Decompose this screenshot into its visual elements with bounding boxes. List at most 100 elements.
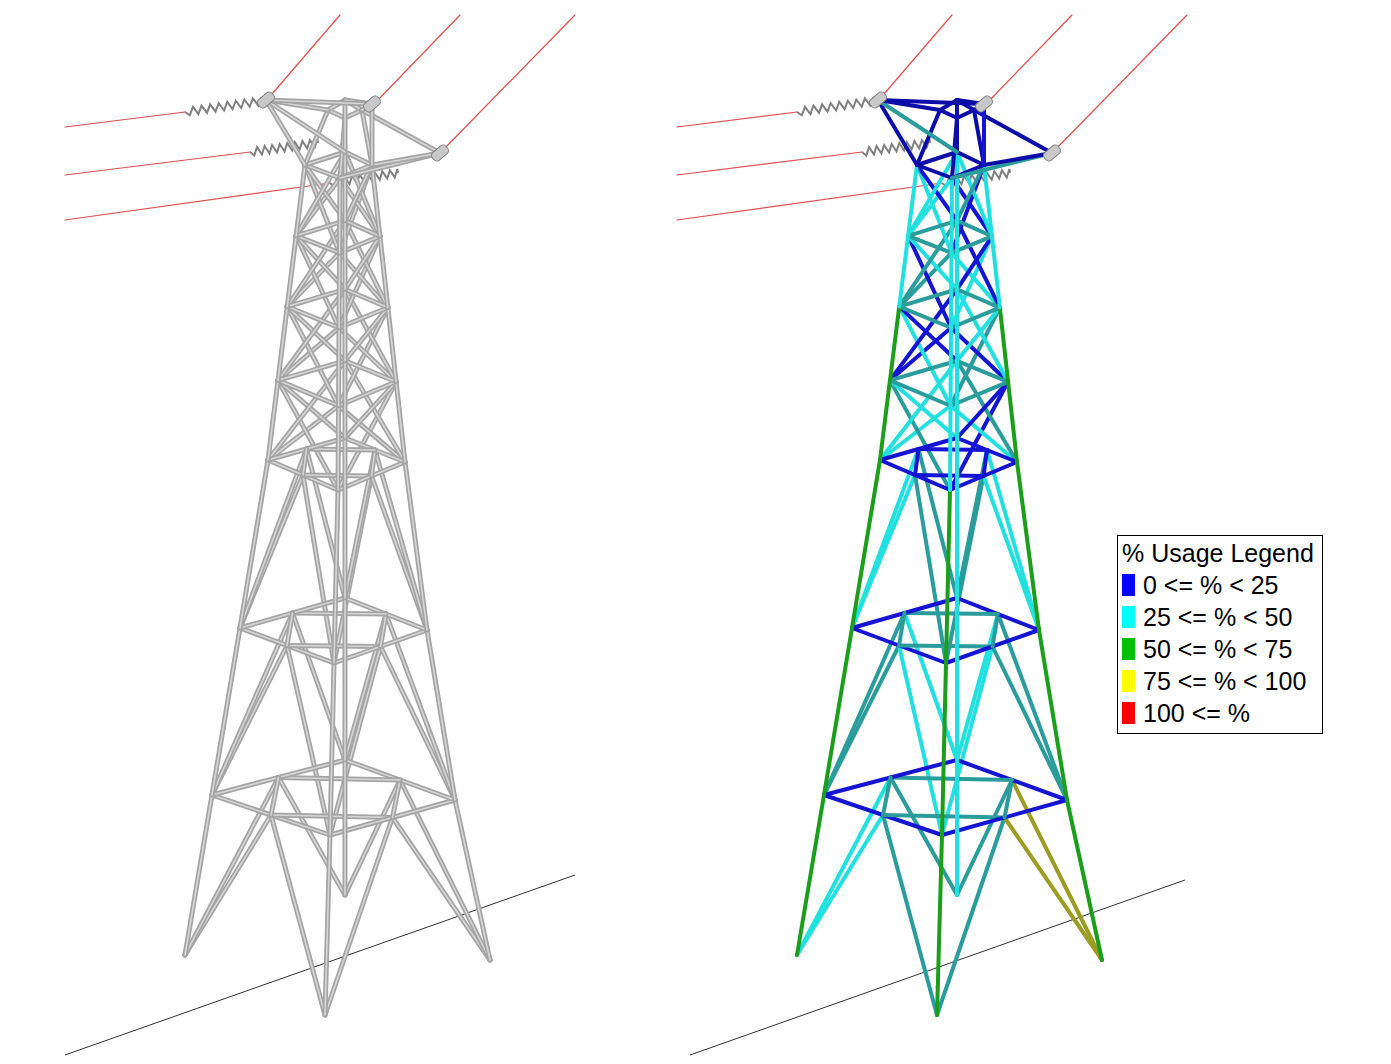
tower-member-shade	[240, 460, 268, 628]
tower-member-shade	[405, 462, 427, 630]
legend-swatch	[1122, 606, 1135, 628]
tower-member	[891, 778, 1013, 781]
legend-label: 50 <= % < 75	[1143, 634, 1292, 664]
tower-member	[917, 165, 952, 178]
tower-member-shade	[345, 780, 400, 895]
tower-member	[946, 490, 950, 663]
tower-member	[955, 438, 959, 598]
tower-member	[212, 613, 293, 795]
tower-member-shade	[344, 221, 346, 290]
tower-member	[343, 289, 348, 361]
tower-member-shade	[337, 406, 339, 490]
tower-member	[905, 613, 958, 760]
legend-row: 50 <= % < 75	[1122, 633, 1314, 665]
tower-member	[890, 380, 951, 405]
tower-member	[955, 289, 959, 361]
tower-member-shade	[345, 289, 388, 307]
legend-row: 25 <= % < 50	[1122, 601, 1314, 633]
conductor	[1055, 15, 1187, 150]
tower-member	[891, 778, 958, 896]
tower-member	[380, 236, 388, 307]
tower-member-shade	[278, 307, 287, 381]
tower-member	[899, 236, 908, 307]
tower-member	[336, 328, 342, 406]
tower-member-shade	[338, 253, 340, 328]
tower-member	[905, 613, 999, 614]
tower-member	[1012, 780, 1102, 960]
tower-member	[287, 646, 330, 836]
tower-member	[1017, 462, 1039, 630]
tower-member	[824, 628, 852, 795]
tower-member-shade	[375, 450, 427, 630]
tower-member-shade	[271, 778, 279, 816]
conductor	[443, 15, 575, 150]
tower-member	[899, 613, 905, 646]
tower-member	[937, 835, 942, 1015]
conductor	[375, 15, 460, 103]
conductor	[677, 152, 862, 175]
tower-member	[381, 614, 387, 647]
tower-member	[343, 760, 348, 895]
conductor	[987, 15, 1072, 103]
tower-member-shade	[372, 165, 380, 236]
tower-member	[987, 450, 1039, 630]
tower-member	[287, 236, 296, 307]
tower-member	[185, 795, 212, 955]
tower-member-shade	[396, 382, 405, 462]
tower-member	[278, 361, 345, 381]
tower-member	[337, 178, 342, 253]
tower-member	[957, 289, 1000, 307]
tower-member	[957, 382, 1008, 438]
tower-member-shade	[279, 778, 346, 896]
tower-member	[878, 100, 957, 152]
tower-member-shade	[278, 361, 345, 381]
tower-member	[940, 110, 957, 118]
tower-member	[957, 152, 984, 165]
tower-member-shade	[344, 598, 346, 760]
tower-member	[957, 614, 998, 760]
tower-member	[455, 800, 490, 960]
tower-member	[955, 152, 959, 221]
tower-member	[396, 382, 405, 462]
tower-member-shade	[344, 361, 346, 438]
legend-box: % Usage Legend0 <= % < 2525 <= % < 5050 …	[1117, 535, 1323, 734]
tower-member	[1005, 780, 1013, 818]
tower-member	[982, 104, 986, 165]
tower-member	[240, 460, 268, 628]
tower-member	[287, 289, 345, 306]
tower-member-shade	[330, 663, 334, 835]
tower-member-shade	[344, 289, 346, 361]
tower-member	[797, 795, 824, 955]
tower-member-shade	[345, 221, 380, 237]
tower-member	[908, 165, 917, 236]
tower-member-shade	[240, 449, 307, 628]
tower-member	[278, 307, 287, 381]
tower-member-shade	[287, 613, 293, 646]
legend-row: 75 <= % < 100	[1122, 665, 1314, 697]
tower-member-shade	[393, 780, 401, 818]
tower-member	[883, 778, 891, 816]
ground-line	[65, 875, 575, 1055]
tower-member	[266, 100, 372, 104]
tower-member-shade	[371, 104, 373, 165]
tower-member	[345, 780, 400, 895]
tower-member-shade	[380, 236, 388, 307]
conductor	[65, 183, 330, 220]
tower-member	[370, 104, 375, 165]
tower-member-shade	[372, 450, 376, 476]
conductor	[677, 112, 797, 127]
tower-member	[345, 614, 386, 760]
tower-member	[212, 628, 240, 795]
tower-member-shade	[212, 628, 240, 795]
tower-member-shade	[325, 818, 393, 1016]
legend-label: 25 <= % < 50	[1143, 602, 1292, 632]
legend-label: 100 <= %	[1143, 698, 1250, 728]
tower-member	[345, 289, 388, 307]
tower-member-shade	[185, 795, 212, 955]
tower-member	[303, 449, 307, 475]
legend-swatch	[1122, 702, 1135, 724]
legend-label: 75 <= % < 100	[1143, 666, 1306, 696]
tower-member-shade	[338, 328, 340, 406]
legend-row: 0 <= % < 25	[1122, 569, 1314, 601]
conductor	[65, 152, 250, 175]
